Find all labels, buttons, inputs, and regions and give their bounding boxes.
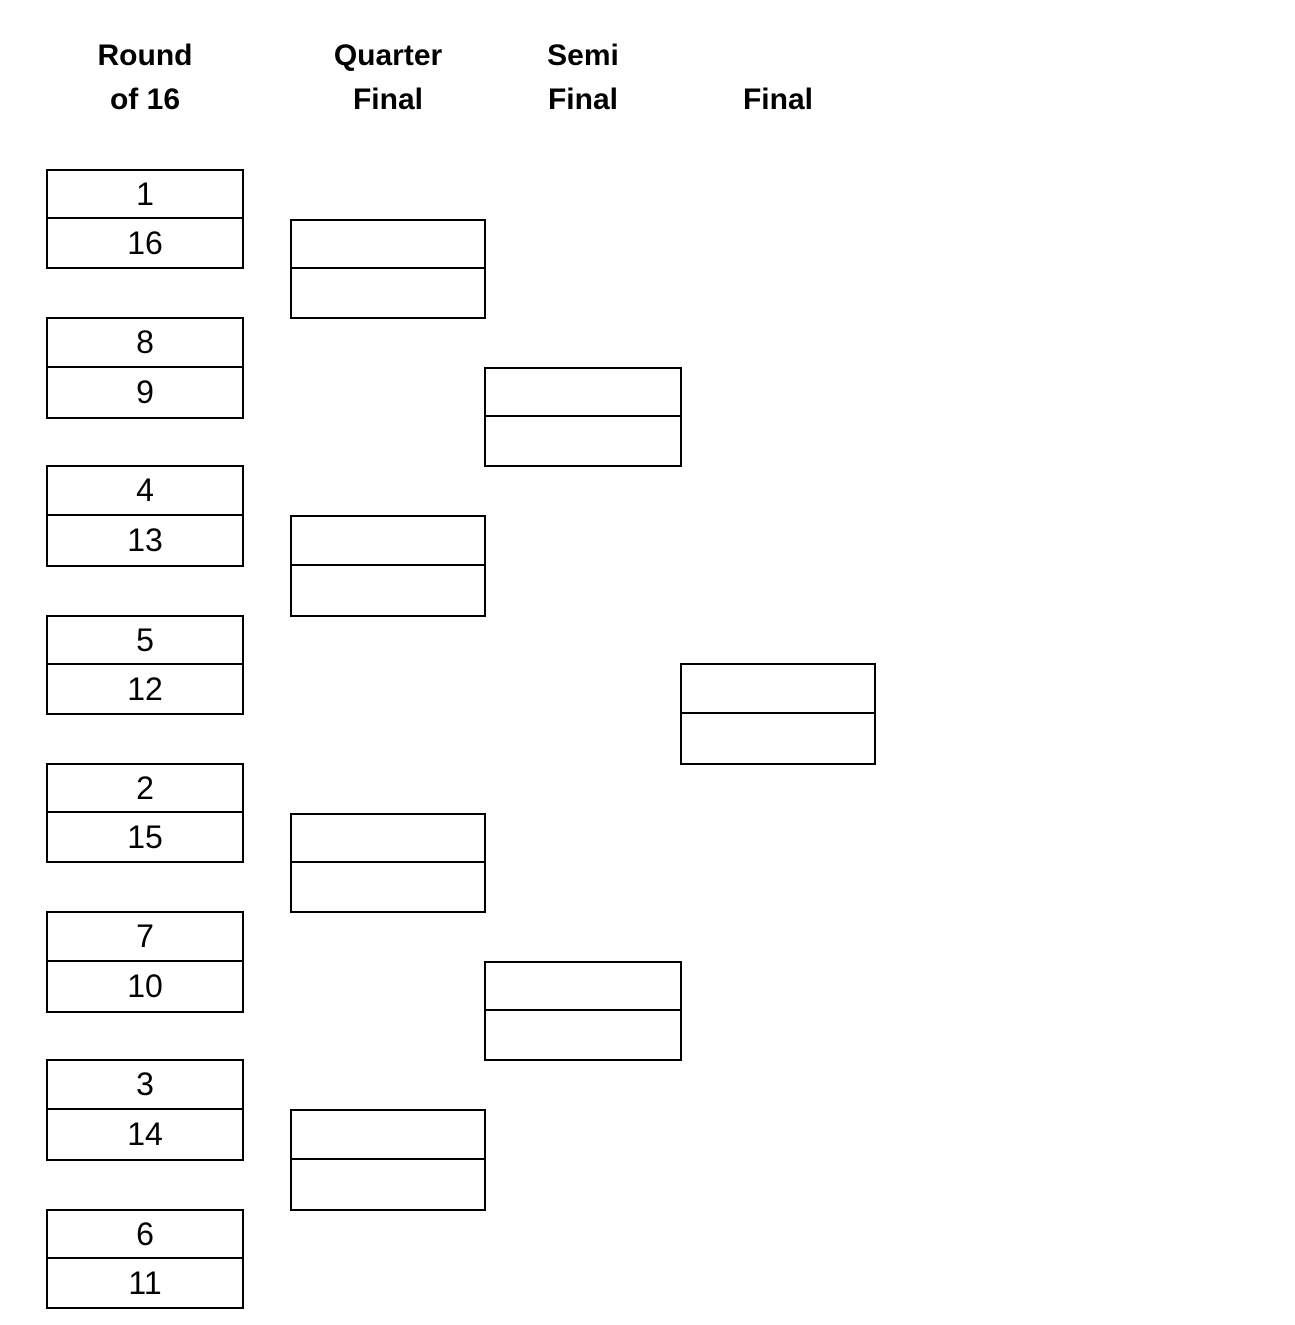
team-slot[interactable]: 11	[128, 1264, 162, 1301]
team-slot[interactable]: 7	[48, 913, 242, 962]
team-slot[interactable]	[292, 1160, 484, 1209]
semi-final-matchup	[484, 367, 682, 467]
team-slot[interactable]: 6	[48, 1211, 242, 1259]
team-slot[interactable]: 14	[127, 1116, 163, 1152]
team-slot[interactable]	[486, 369, 680, 417]
team-slot[interactable]	[292, 863, 484, 911]
round16-matchup: 8 9	[46, 317, 244, 419]
team-slot[interactable]: 12	[127, 670, 163, 707]
round16-matchup: 7 10	[46, 911, 244, 1013]
semi-final-matchup	[484, 961, 682, 1061]
team-slot[interactable]: 1	[48, 171, 242, 219]
team-slot[interactable]: 16	[127, 224, 163, 261]
header-line: of 16	[109, 83, 181, 116]
round16-matchup: 1 16	[46, 169, 244, 269]
round16-matchup: 5 12	[46, 615, 244, 715]
round16-matchup: 6 11	[46, 1209, 244, 1309]
team-slot[interactable]	[682, 714, 874, 763]
team-slot[interactable]	[292, 221, 484, 269]
team-slot[interactable]	[292, 269, 484, 317]
final-matchup	[680, 663, 876, 765]
semi-final-header: Semi Final	[484, 34, 682, 122]
team-slot[interactable]	[292, 566, 484, 615]
round16-matchup: 2 15	[46, 763, 244, 863]
team-slot[interactable]: 3	[48, 1061, 242, 1110]
quarter-final-matchup	[290, 813, 486, 913]
team-slot[interactable]: 10	[127, 968, 163, 1004]
header-line: Round	[97, 39, 193, 72]
team-slot[interactable]: 4	[48, 467, 242, 516]
quarter-final-matchup	[290, 1109, 486, 1211]
team-slot[interactable]: 9	[136, 374, 154, 410]
final-header: Final	[680, 34, 876, 122]
team-slot[interactable]	[292, 1111, 484, 1160]
team-slot[interactable]	[682, 665, 874, 714]
team-slot[interactable]	[292, 815, 484, 863]
header-line: Quarter	[333, 39, 443, 72]
header-line: Final	[547, 83, 618, 116]
round16-matchup: 3 14	[46, 1059, 244, 1161]
header-line	[680, 34, 876, 78]
header-line: Final	[742, 83, 813, 116]
team-slot[interactable]	[486, 963, 680, 1011]
quarter-final-header: Quarter Final	[290, 34, 486, 122]
team-slot[interactable]: 13	[127, 522, 163, 558]
round-of-16-header: Round of 16	[46, 34, 244, 122]
team-slot[interactable]	[486, 1011, 680, 1059]
team-slot[interactable]: 15	[127, 818, 163, 855]
quarter-final-matchup	[290, 515, 486, 617]
team-slot[interactable]: 2	[48, 765, 242, 813]
quarter-final-matchup	[290, 219, 486, 319]
round16-matchup: 4 13	[46, 465, 244, 567]
header-line: Final	[352, 83, 423, 116]
team-slot[interactable]: 5	[48, 617, 242, 665]
header-line: Semi	[547, 39, 619, 72]
team-slot[interactable]: 8	[48, 319, 242, 368]
team-slot[interactable]	[486, 417, 680, 465]
team-slot[interactable]	[292, 517, 484, 566]
